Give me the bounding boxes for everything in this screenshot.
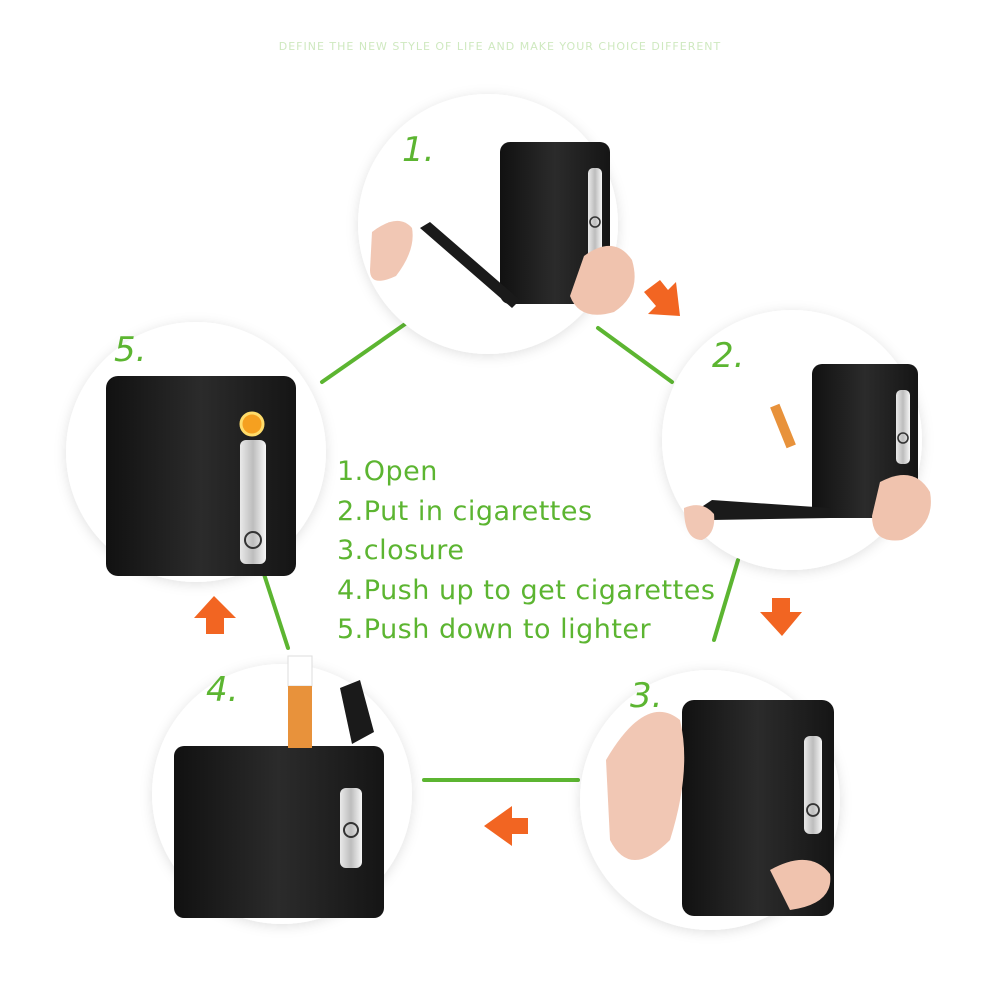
- case-lid-open: [420, 222, 520, 308]
- step-number-1: 1.: [402, 130, 435, 170]
- step-number-2: 2.: [712, 336, 745, 376]
- connector-4-5: [260, 566, 290, 650]
- instruction-step-2: 2.Put in cigarettes: [337, 495, 593, 527]
- step-number-3: 3.: [630, 676, 663, 716]
- direction-arrows: [194, 280, 802, 846]
- hand: [606, 711, 685, 860]
- case-lid-open: [340, 680, 374, 744]
- cigarette: [287, 655, 313, 687]
- tagline: DEFINE THE NEW STYLE OF LIFE AND MAKE YO…: [278, 40, 722, 53]
- hand: [770, 859, 831, 910]
- step-2-illustration: [662, 310, 931, 570]
- cigarette-filter: [288, 686, 312, 748]
- arrow-icon: [484, 806, 528, 846]
- step-number-5: 5.: [114, 330, 147, 370]
- arrow-icon: [760, 598, 802, 636]
- case-body: [174, 746, 384, 918]
- step-number-4: 4.: [206, 670, 239, 710]
- connector-2-3: [712, 558, 740, 642]
- connector-lines: [260, 320, 740, 782]
- connector-5-1: [320, 320, 410, 384]
- hand: [570, 245, 635, 315]
- power-icon: [806, 803, 820, 817]
- instruction-step-1: 1.Open: [337, 456, 438, 487]
- step-5-illustration: [66, 322, 326, 582]
- instruction-step-4: 4.Push up to get cigarettes: [337, 574, 716, 606]
- instruction-step-3: 3.closure: [337, 535, 465, 566]
- instruction-step-5: 5.Push down to lighter: [337, 614, 652, 645]
- flame-icon: [239, 411, 265, 437]
- step-4-illustration: [152, 655, 412, 924]
- cigarette: [770, 403, 796, 449]
- arrow-icon: [644, 280, 680, 316]
- instruction-list: 1.Open 2.Put in cigarettes 3.closure 4.P…: [337, 452, 715, 650]
- hand: [872, 474, 931, 541]
- step-3-illustration: [580, 670, 840, 930]
- hand: [684, 505, 715, 540]
- hand: [370, 220, 413, 281]
- power-icon: [897, 432, 909, 444]
- connector-1-2: [596, 326, 674, 384]
- power-icon: [343, 822, 359, 838]
- power-icon: [589, 216, 601, 228]
- step-1-illustration: [358, 94, 635, 354]
- arrow-icon: [194, 596, 236, 634]
- case-body: [106, 376, 296, 576]
- case-lid-open: [700, 500, 830, 520]
- power-icon: [244, 531, 262, 549]
